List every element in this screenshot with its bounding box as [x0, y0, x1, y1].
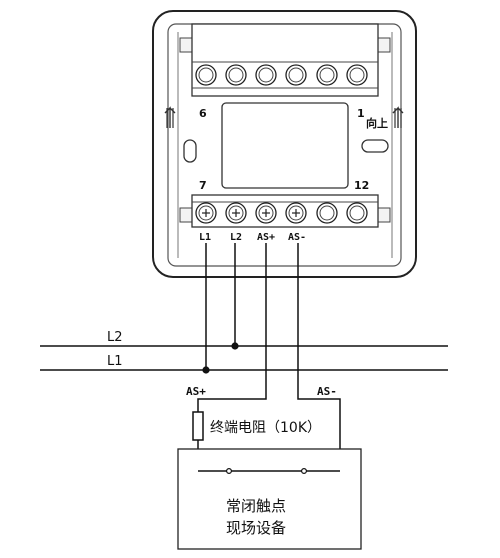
right-up-arrow-icon	[392, 106, 404, 128]
right-mounting-slot	[361, 139, 389, 153]
wire-as-minus	[297, 243, 341, 471]
terminal-number-1: 1	[357, 107, 365, 120]
direction-label: 向上	[366, 116, 388, 130]
terminal-label-as-plus: AS+	[257, 232, 275, 243]
terminal-label-l1: L1	[199, 232, 211, 243]
top-terminal-screw-6	[346, 64, 368, 86]
bottom-terminal-screw-1	[195, 202, 217, 224]
bottom-terminal-screw-6	[346, 202, 368, 224]
top-terminal-screw-1	[195, 64, 217, 86]
contact-point-right	[301, 468, 308, 475]
field-device-line1: 常闭触点	[226, 497, 286, 515]
terminal-label-as-minus: AS-	[288, 232, 306, 243]
contact-point-left	[226, 468, 233, 475]
resistor-label: 终端电阻（10K）	[210, 420, 321, 436]
top-terminal-screw-5	[316, 64, 338, 86]
terminal-number-7: 7	[199, 179, 207, 192]
field-device-line2: 现场设备	[226, 519, 286, 537]
terminal-label-l2: L2	[230, 232, 242, 243]
junction-dot-l2	[231, 342, 239, 350]
terminal-number-12: 12	[354, 179, 369, 192]
bottom-terminal-screw-5	[316, 202, 338, 224]
left-up-arrow-icon	[164, 106, 176, 128]
wire-label-as-minus: AS-	[317, 385, 337, 398]
center-window	[221, 102, 349, 189]
field-device-box	[177, 448, 362, 550]
top-terminal-screw-2	[225, 64, 247, 86]
top-terminal-screw-3	[255, 64, 277, 86]
left-mounting-slot	[183, 139, 197, 163]
wire-as-plus	[197, 243, 267, 412]
bottom-terminal-screw-2	[225, 202, 247, 224]
top-terminal-screw-4	[285, 64, 307, 86]
resistor-symbol	[192, 411, 204, 441]
bus-label-l2: L2	[107, 330, 123, 345]
bottom-terminal-screw-4	[285, 202, 307, 224]
bus-label-l1: L1	[107, 354, 123, 369]
bottom-terminal-screw-3	[255, 202, 277, 224]
wire-label-as-plus: AS+	[186, 385, 206, 398]
terminal-number-6: 6	[199, 107, 207, 120]
top-terminal-block	[191, 23, 379, 97]
junction-dot-l1	[202, 366, 210, 374]
